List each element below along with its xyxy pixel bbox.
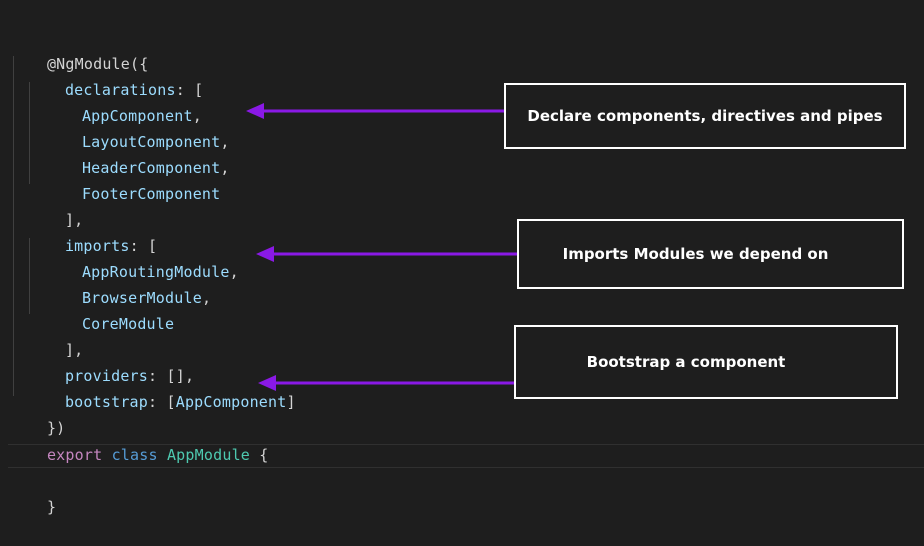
indent-guide — [29, 238, 30, 314]
class-name: AppModule — [166, 446, 251, 464]
punctuation: ] — [286, 393, 296, 411]
code-line-11[interactable]: CoreModule — [45, 285, 174, 333]
callout-declarations-text: Declare components, directives and pipes — [527, 107, 883, 125]
code-line-15[interactable]: }) — [10, 389, 65, 437]
punctuation: }) — [46, 419, 66, 437]
code-line-14[interactable]: bootstrap: [AppComponent] — [28, 363, 296, 411]
punctuation: : [ — [129, 237, 158, 255]
punctuation: , — [229, 263, 239, 281]
code-line-6[interactable]: FooterComponent — [45, 155, 220, 203]
punctuation: { — [259, 446, 269, 464]
punctuation: : [ — [148, 393, 176, 411]
code-line-7[interactable]: ], — [28, 181, 83, 229]
code-line-13[interactable]: providers: [], — [28, 337, 194, 385]
identifier: HeaderComponent — [81, 159, 221, 177]
identifier: BrowserModule — [81, 289, 202, 307]
code-line-18[interactable]: } — [10, 468, 56, 516]
punctuation: , — [220, 133, 230, 151]
keyword-class: class — [111, 446, 158, 464]
identifier: AppComponent — [175, 393, 287, 411]
punctuation: , — [201, 289, 212, 307]
code-line-3[interactable]: AppComponent, — [45, 77, 202, 125]
code-line-8[interactable]: imports: [ — [28, 207, 157, 255]
indent-guide — [29, 82, 30, 184]
punctuation: , — [220, 159, 230, 177]
punctuation: , — [192, 107, 202, 125]
punctuation: ], — [64, 341, 84, 359]
identifier: LayoutComponent — [81, 133, 221, 151]
code-line-9[interactable]: AppRoutingModule, — [45, 233, 239, 281]
arrow-bootstrap — [258, 375, 514, 391]
code-line-5[interactable]: HeaderComponent, — [45, 129, 230, 177]
code-line-4[interactable]: LayoutComponent, — [45, 103, 230, 151]
code-line-12[interactable]: ], — [28, 311, 83, 359]
arrow-imports — [256, 246, 518, 262]
keyword-export: export — [46, 446, 103, 464]
callout-imports: Imports Modules we depend on — [517, 219, 904, 289]
property-imports: imports — [64, 237, 130, 255]
callout-bootstrap: Bootstrap a component — [514, 325, 898, 399]
identifier: AppComponent — [81, 107, 193, 125]
arrow-declarations — [246, 103, 505, 119]
punctuation: ], — [64, 211, 84, 229]
identifier: FooterComponent — [81, 185, 221, 203]
punctuation: } — [46, 498, 57, 516]
property-declarations: declarations — [64, 81, 176, 99]
decorator-text: @NgModule({ — [46, 55, 149, 73]
identifier: CoreModule — [81, 315, 175, 333]
code-line-16[interactable]: export class AppModule { — [10, 416, 269, 464]
punctuation: : [ — [175, 81, 204, 99]
callout-bootstrap-text: Bootstrap a component — [586, 353, 786, 371]
code-line-1[interactable]: @NgModule({ — [10, 25, 148, 73]
identifier: AppRoutingModule — [81, 263, 230, 281]
indent-guide — [13, 56, 14, 396]
property-providers: providers — [64, 367, 149, 385]
code-line-10[interactable]: BrowserModule, — [45, 259, 211, 307]
punctuation: : [], — [148, 367, 195, 385]
current-line-highlight — [8, 444, 924, 468]
code-line-2[interactable]: declarations: [ — [28, 51, 203, 99]
callout-imports-text: Imports Modules we depend on — [562, 245, 829, 263]
callout-declarations: Declare components, directives and pipes — [504, 83, 906, 149]
property-bootstrap: bootstrap — [64, 393, 149, 411]
